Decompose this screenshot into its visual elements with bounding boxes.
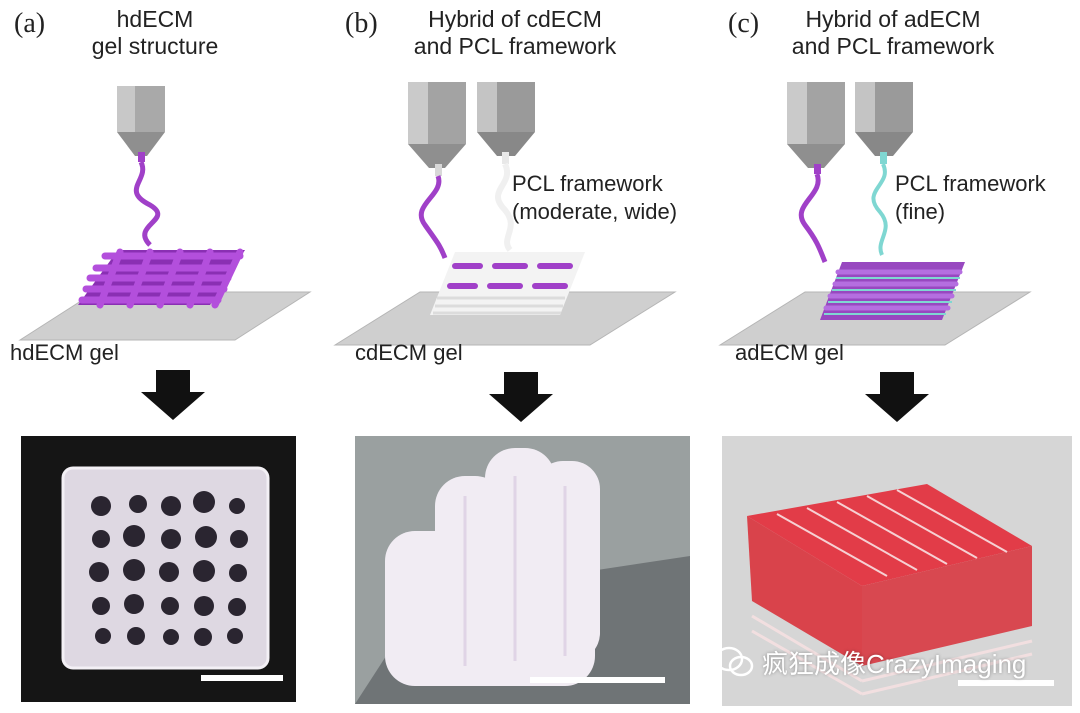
framework-label: PCL framework (moderate, wide) — [512, 170, 677, 226]
hybrid-scaffold — [430, 252, 585, 315]
title-line: hdECM — [116, 6, 194, 32]
hybrid-scaffold — [820, 262, 965, 320]
pcl-nozzle — [855, 82, 913, 164]
down-arrow — [489, 372, 553, 422]
bioprinting-illustration — [18, 86, 312, 420]
panel-letter: (c) — [728, 8, 760, 39]
watermark-text: 疯狂成像CrazyImaging — [762, 648, 1027, 679]
chat-bubbles-icon — [714, 645, 754, 679]
watermark: 疯狂成像CrazyImaging — [714, 644, 1026, 680]
panel-letter: (b) — [345, 8, 378, 39]
panel-letter: (a) — [14, 8, 46, 39]
panel-title: Hybrid of adECM and PCL framework — [778, 6, 1008, 60]
printed-construct-photo — [21, 436, 296, 702]
scale-bar — [530, 677, 665, 683]
panel-title: hdECM gel structure — [80, 6, 230, 60]
gel-scaffold — [78, 248, 245, 309]
panel-a: (a) hdECM gel structure — [0, 0, 345, 713]
gel-label: hdECM gel — [10, 340, 119, 365]
photo-illustration — [355, 436, 690, 704]
nozzle — [117, 86, 165, 162]
panel-c: (c) Hybrid of adECM and PCL framework — [710, 0, 1080, 713]
title-line: and PCL framework — [791, 33, 995, 59]
pcl-strand — [495, 162, 514, 252]
gel-label: adECM gel — [735, 340, 844, 365]
panel-title: Hybrid of cdECM and PCL framework — [400, 6, 630, 60]
gel-strand — [418, 175, 448, 259]
photo-illustration — [722, 436, 1072, 706]
scale-bar — [958, 680, 1054, 686]
gel-label: cdECM gel — [355, 340, 463, 365]
pcl-strand — [871, 163, 888, 256]
framework-label-line: PCL framework — [895, 171, 1046, 196]
title-line: and PCL framework — [413, 33, 617, 59]
framework-label-line: (fine) — [895, 199, 946, 224]
framework-label-line: (moderate, wide) — [512, 199, 678, 224]
gel-nozzle — [787, 82, 845, 174]
printed-construct-photo — [722, 436, 1072, 706]
title-line: gel structure — [91, 33, 219, 59]
bioprinting-illustration — [333, 82, 677, 422]
framework-label: PCL framework (fine) — [895, 170, 1046, 226]
title-line: Hybrid of cdECM — [428, 6, 602, 32]
down-arrow — [865, 372, 929, 422]
panel-b: (b) Hybrid of cdECM and PCL framework — [333, 0, 710, 713]
gel-strand — [798, 173, 828, 263]
photo-illustration — [61, 466, 270, 670]
gel-strand — [133, 160, 161, 247]
pcl-nozzle — [477, 82, 535, 164]
print-plate — [333, 291, 677, 346]
bioprinting-illustration — [718, 82, 1032, 422]
scale-bar — [201, 675, 283, 681]
printed-construct-photo — [355, 436, 690, 704]
framework-label-line: PCL framework — [512, 171, 663, 196]
gel-nozzle — [408, 82, 466, 176]
down-arrow — [141, 370, 205, 420]
title-line: Hybrid of adECM — [805, 6, 981, 32]
